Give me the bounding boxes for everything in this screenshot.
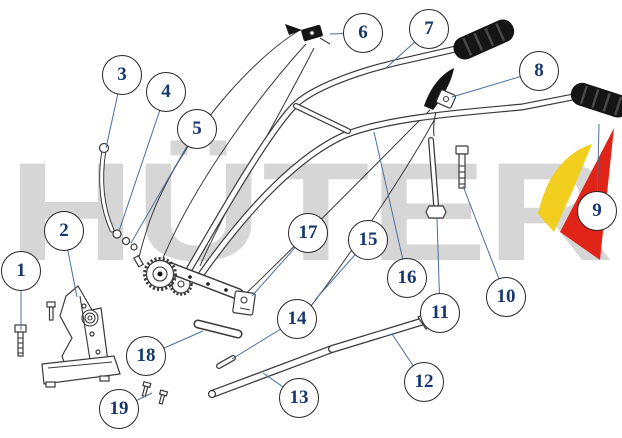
callout-1: 1 xyxy=(1,251,41,291)
callout-16: 16 xyxy=(387,258,427,298)
clutch-lever xyxy=(424,68,457,137)
callout-18: 18 xyxy=(126,336,166,376)
top-grip xyxy=(453,19,515,60)
callout-15: 15 xyxy=(348,220,388,260)
callout-label: 11 xyxy=(431,302,449,323)
callout-label: 1 xyxy=(16,260,26,281)
callout-label: 14 xyxy=(287,308,307,329)
tension-rod xyxy=(425,137,447,219)
callout-10: 10 xyxy=(486,277,526,317)
callout-17: 17 xyxy=(288,213,328,253)
callout-8: 8 xyxy=(519,51,559,91)
callout-label: 17 xyxy=(298,222,318,243)
handlebar-tubes xyxy=(186,44,582,280)
right-grip xyxy=(570,82,622,118)
callout-label: 13 xyxy=(289,387,309,408)
callout-14: 14 xyxy=(277,299,317,339)
callout-label: 4 xyxy=(161,81,171,102)
cable-clamp xyxy=(285,24,331,45)
callout-2: 2 xyxy=(44,211,84,251)
callout-label: 12 xyxy=(414,371,434,392)
callout-label: 8 xyxy=(534,60,544,81)
machine-drawing xyxy=(14,19,622,405)
callout-9: 9 xyxy=(577,191,617,231)
callout-label: 15 xyxy=(358,229,378,250)
callout-label: 16 xyxy=(397,267,417,288)
lever-rod xyxy=(98,142,138,251)
callout-label: 7 xyxy=(424,18,434,39)
ratchet-adjuster xyxy=(143,257,256,339)
callout-6: 6 xyxy=(343,13,383,53)
bolt-10 xyxy=(455,145,469,189)
tie-rods xyxy=(207,310,437,399)
depth-stake xyxy=(14,285,169,405)
callout-12: 12 xyxy=(404,362,444,402)
callout-label: 9 xyxy=(592,200,602,221)
callout-19: 19 xyxy=(99,389,139,429)
callout-4: 4 xyxy=(146,72,186,112)
callout-label: 19 xyxy=(109,398,129,419)
callout-label: 6 xyxy=(358,22,368,43)
callout-7: 7 xyxy=(409,9,449,49)
callout-label: 5 xyxy=(192,118,202,139)
callout-label: 3 xyxy=(117,64,127,85)
callout-label: 2 xyxy=(59,220,69,241)
callout-label: 18 xyxy=(136,345,156,366)
callout-11: 11 xyxy=(420,293,460,333)
callout-label: 10 xyxy=(496,286,516,307)
callout-3: 3 xyxy=(102,55,142,95)
callout-13: 13 xyxy=(279,378,319,418)
callout-5: 5 xyxy=(177,109,217,149)
